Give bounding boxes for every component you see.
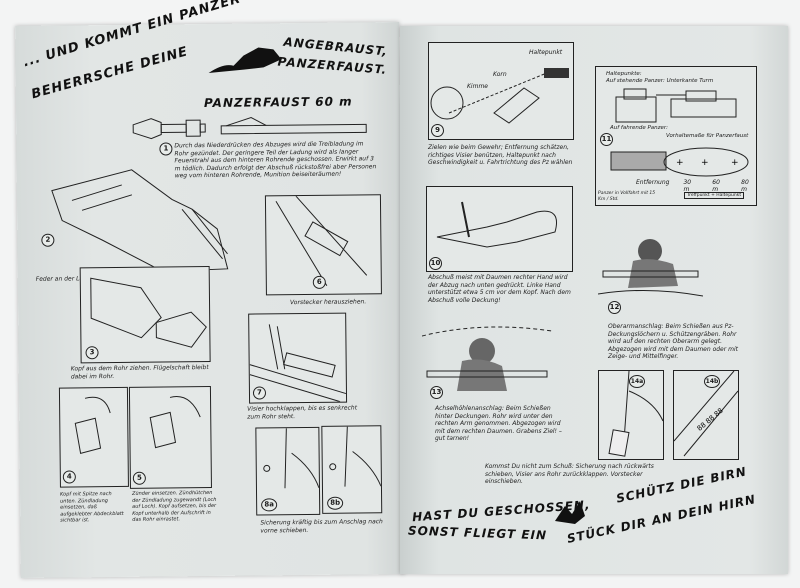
distance-label: Entfernung	[636, 179, 670, 186]
figure-caption: Vorstecker herausziehen.	[289, 298, 367, 307]
fig11-note: Panzer in Vollfahrt mit 15 Km / Std.	[598, 191, 656, 202]
figure-12-illustration: 12	[598, 226, 703, 314]
hand-illustration	[42, 159, 233, 276]
figure-number: 9	[431, 124, 444, 137]
figure-8a-panel: 8a	[255, 426, 321, 516]
explosion-illustration	[550, 496, 590, 526]
svg-text:+: +	[676, 158, 684, 168]
figure-caption: Visier hochklappen, bis es senkrecht zum…	[247, 404, 358, 421]
caption-14b: Vorstecker einschieben.	[485, 470, 643, 486]
figure-caption: Kommst Du nicht zum Schuß: Sicherung nac…	[485, 463, 660, 486]
fig11-distances: Entfernung 30 m 60 m 80 m	[636, 179, 756, 193]
figure-14a-panel: 14a	[598, 370, 664, 460]
figure-number: 14b	[704, 375, 720, 388]
figure-number: 2	[41, 233, 55, 247]
fig11-lead: Vorhaltemaße für Panzerfaust	[666, 133, 749, 139]
fig11-moving: Auf fahrende Panzer:	[610, 125, 669, 131]
figure-caption: Abschuß meist mit Daumen rechter Hand wi…	[428, 274, 571, 304]
figure-13-illustration: 13	[422, 316, 557, 401]
panzerfaust-diagram	[131, 112, 371, 145]
right-page: Haltepunkt Korn Kimme 9 Zielen wie beim …	[400, 26, 788, 574]
figure-number: 3	[85, 346, 99, 360]
label-kimme: Kimme	[467, 83, 488, 90]
caption-14a: Kommst Du nicht zum Schuß: Sicherung nac…	[485, 463, 654, 478]
figure-number: 6	[312, 275, 326, 289]
figure-10-panel: 10	[426, 186, 573, 272]
figure-6-panel: 6	[264, 194, 382, 296]
figure-caption: Kopf aus dem Rohr ziehen. Flügelschaft b…	[70, 364, 209, 380]
figure-number: 13	[430, 386, 443, 399]
figure-number: 5	[132, 471, 146, 485]
figure-number: 7	[252, 386, 267, 400]
figure-number: 4	[62, 470, 76, 484]
distance-60: 60 m	[712, 179, 720, 193]
figure-7-panel: 7	[248, 312, 348, 404]
headline-right2: PANZERFAUST.	[277, 54, 388, 77]
figure-caption: Zielen wie beim Gewehr; Entfernung schät…	[428, 144, 573, 166]
distance-80: 80 m	[741, 179, 749, 193]
figure-14b-panel: 88 88 88 14b	[673, 370, 739, 460]
figure-caption: Achselhöhlenanschlag: Beim Schießen hint…	[435, 405, 562, 442]
svg-text:+: +	[731, 158, 739, 168]
headline-right1: ANGEBRAUST,	[282, 34, 389, 59]
figure-3-panel: 3	[79, 266, 211, 364]
figure-9-panel: Haltepunkt Korn Kimme 9	[428, 42, 574, 140]
figure-number: 10	[429, 257, 442, 270]
tank-splash-illustration	[203, 37, 283, 78]
fig11-legend: Treffpunkt + Haltepunkt	[684, 192, 745, 199]
distance-30: 30 m	[683, 179, 692, 193]
figure-5-panel: 5	[128, 385, 212, 489]
figure-number: 11	[600, 133, 613, 146]
figure-caption: Zünder einsetzen. Zündhütchen der Zündla…	[131, 489, 217, 523]
figure-8b-panel: 8b	[321, 425, 383, 514]
figure-caption: Sicherung kräftig bis zum Anschlag nach …	[260, 518, 383, 534]
figure-number: 8a	[261, 498, 278, 512]
fig11-standing: Auf stehende Panzer: Unterkante Turm	[606, 78, 714, 84]
label-haltepunkt: Haltepunkt	[529, 49, 563, 56]
label-korn: Korn	[493, 71, 507, 78]
slogan-line2a: SONST FLIEGT EIN	[407, 523, 548, 543]
figure-caption: Oberarmanschlag: Beim Schießen aus Pz-De…	[608, 323, 738, 360]
figure-11-panel: Haltepunkte: Auf stehende Panzer: Unterk…	[595, 66, 757, 206]
figure-4-panel: 4	[58, 386, 129, 488]
figure-number: 12	[608, 301, 621, 314]
figure-number: 1	[159, 142, 173, 156]
page-title: PANZERFAUST 60 m	[203, 94, 353, 111]
slogan-line2b: STÜCK DIR AN DEIN HIRN	[565, 492, 758, 546]
left-page: ... UND KOMMT EIN PANZER BEHERRSCHE DEIN…	[15, 0, 405, 578]
svg-text:+: +	[701, 158, 709, 168]
figure-caption: Kopf mit Spitze nach unten. Zündladung e…	[59, 491, 124, 524]
figure-number: 8b	[327, 496, 344, 510]
figure-number: 14a	[629, 375, 645, 388]
fig11-title: Haltepunkte:	[606, 71, 642, 77]
